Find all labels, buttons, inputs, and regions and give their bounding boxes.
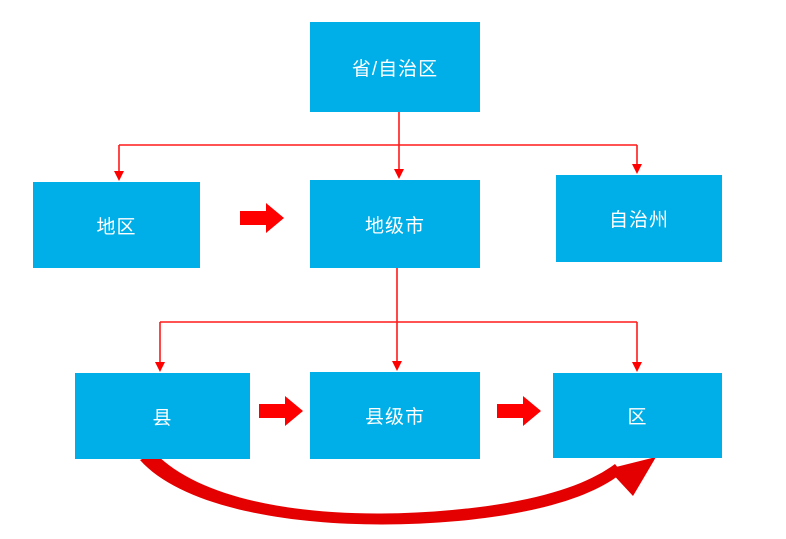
arrowhead-to-county-city: [392, 361, 402, 371]
node-district: 区: [553, 373, 722, 458]
curved-arrow-county-to-district: [140, 453, 656, 525]
block-arrow-prefecture-to-prefecture-city: [240, 203, 284, 233]
node-autonomous-prefecture: 自治州: [556, 175, 722, 262]
arrowhead-to-prefecture-city: [394, 169, 404, 179]
node-autonomous-prefecture-label: 自治州: [608, 210, 669, 231]
arrowhead-to-autonomous-prefecture: [632, 164, 642, 174]
edge-prefecture-city-to-bottom-row: [155, 268, 642, 372]
node-province: 省/自治区: [310, 22, 480, 112]
node-prefecture-city-label: 地级市: [364, 215, 425, 237]
node-prefecture-city: 地级市: [310, 180, 480, 268]
node-county: 县: [75, 373, 250, 459]
node-prefecture: 地区: [33, 182, 200, 268]
block-arrow-county-to-county-city: [259, 396, 303, 426]
arrowhead-to-prefecture: [114, 171, 124, 181]
arrowhead-to-county: [155, 362, 165, 372]
node-district-label: 区: [627, 407, 648, 428]
arrowhead-to-district: [632, 362, 642, 372]
edge-province-to-middle-row: [114, 112, 642, 181]
node-county-city: 县级市: [310, 372, 480, 459]
block-arrow-county-city-to-district: [497, 396, 541, 426]
node-prefecture-label: 地区: [96, 216, 137, 238]
node-province-label: 省/自治区: [351, 58, 439, 80]
node-county-city-label: 县级市: [364, 407, 425, 428]
node-county-label: 县: [152, 407, 173, 429]
curved-arrowhead: [608, 457, 656, 496]
